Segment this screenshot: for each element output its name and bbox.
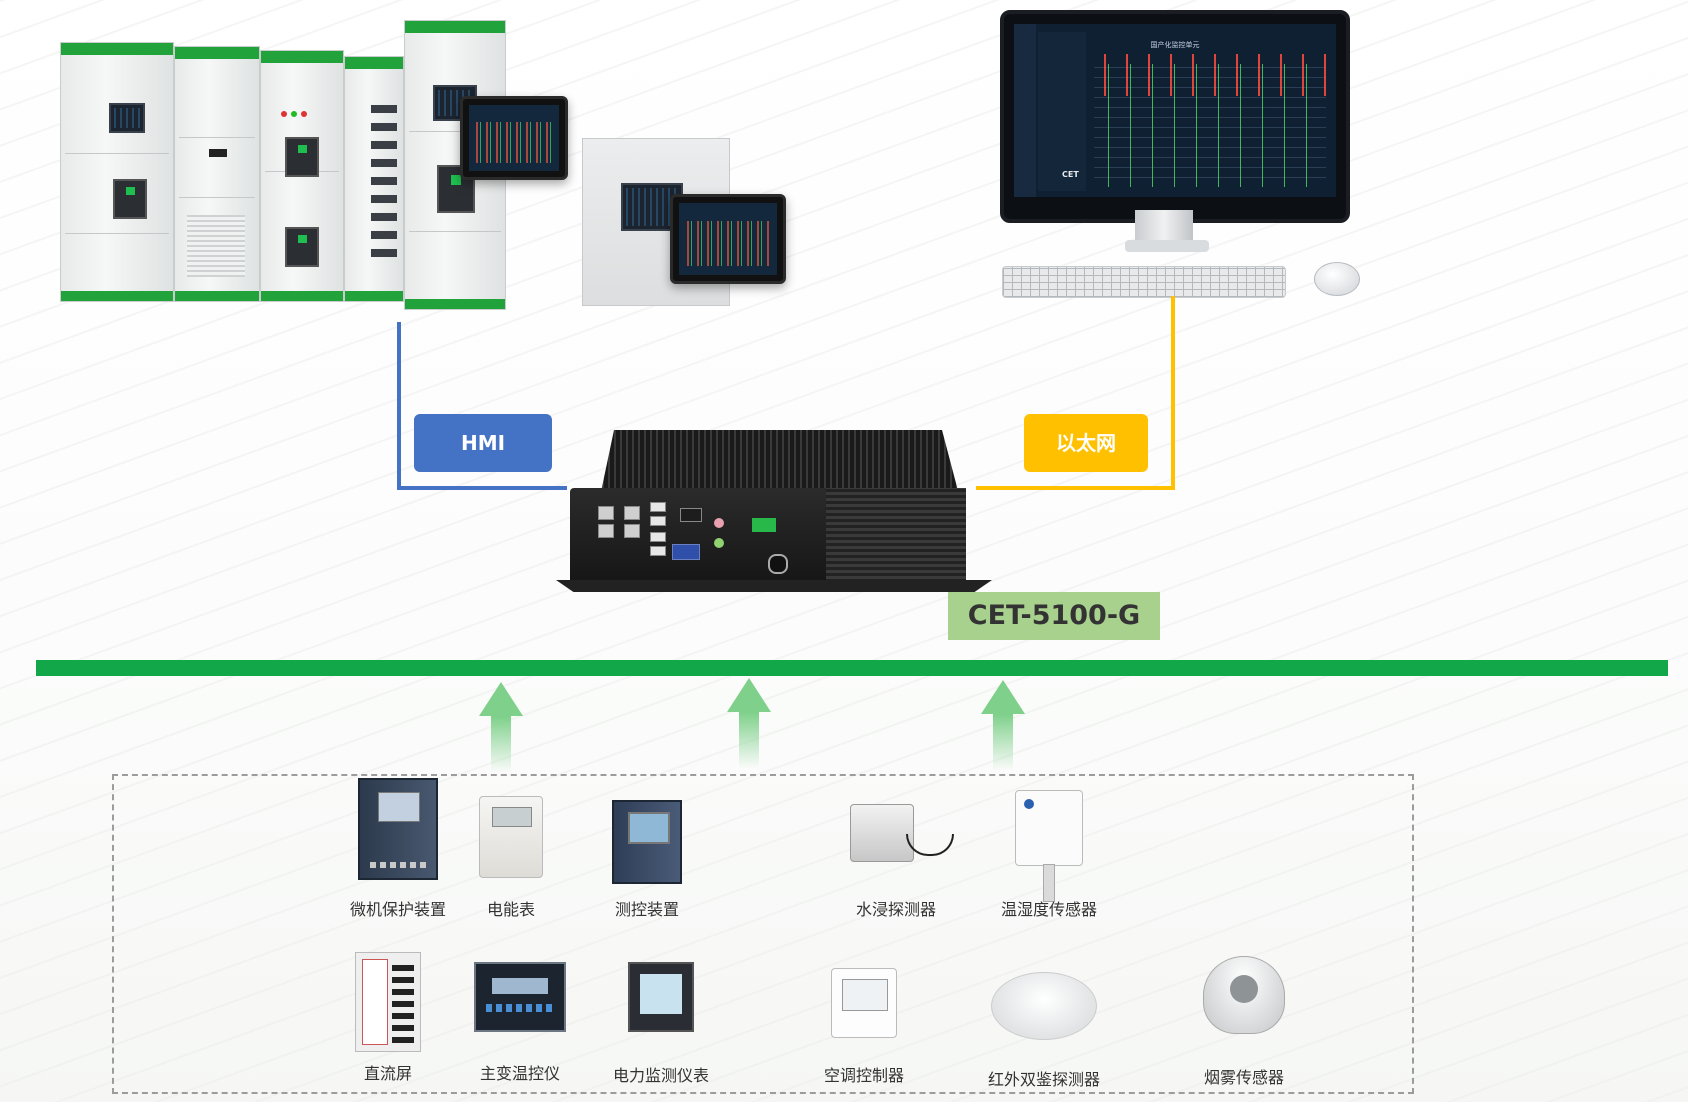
communication-bus (36, 660, 1668, 676)
device-item: 主变温控仪 (474, 962, 566, 1083)
breaker-icon (285, 137, 319, 177)
handle-icon (209, 149, 227, 157)
indicator-light (301, 111, 307, 117)
hmi-link-line (397, 486, 567, 490)
mouse (1314, 262, 1360, 296)
device-item: 微机保护装置 (350, 778, 446, 919)
monitor-stand (1135, 210, 1193, 244)
device-item: 测控装置 (612, 800, 682, 919)
device-label: 直流屏 (363, 1064, 412, 1083)
device-item: 红外双鉴探测器 (988, 972, 1100, 1089)
indicator-light (291, 111, 297, 117)
device-label: 红外双鉴探测器 (987, 1070, 1100, 1089)
device-label: 水浸探测器 (855, 900, 936, 919)
device-label: 微机保护装置 (349, 900, 446, 919)
hmi-link-line (397, 322, 401, 490)
cabinet-4 (344, 56, 404, 302)
hmi-touch-screen (670, 194, 786, 284)
ethernet-label: 以太网 (1024, 414, 1148, 472)
up-arrow-icon (727, 678, 771, 768)
breaker-icon (113, 179, 147, 219)
sensor-probe (1043, 864, 1055, 902)
cabinet-3 (260, 50, 344, 302)
device-item: 水浸探测器 (846, 804, 954, 919)
device-item: 烟雾传感器 (1203, 956, 1285, 1087)
protection-relay-icon (358, 778, 438, 880)
hmi-label: HMI (414, 414, 552, 472)
device-item: 空调控制器 (824, 968, 904, 1085)
ethernet-link-line (976, 486, 1175, 490)
device-label: 空调控制器 (823, 1066, 904, 1085)
dc-panel-icon (355, 952, 421, 1052)
device-item: 电力监测仪表 (613, 962, 709, 1085)
breaker-icon (285, 227, 319, 267)
measurement-control-device-icon (612, 800, 682, 884)
gateway-device (556, 430, 992, 620)
smoke-sensor-icon (1203, 956, 1285, 1034)
dual-tech-infrared-detector-icon (991, 972, 1097, 1040)
device-label: 温湿度传感器 (1000, 900, 1097, 919)
field-devices-box (112, 774, 1414, 1094)
gateway-model-label: CET-5100-G (948, 592, 1160, 640)
device-label: 主变温控仪 (479, 1064, 560, 1083)
monitor-title: 国产化监控单元 (1150, 41, 1200, 49)
up-arrow-icon (479, 682, 523, 772)
device-label: 电力监测仪表 (612, 1066, 709, 1085)
temperature-humidity-sensor-icon (1015, 790, 1083, 866)
cabinet-1 (60, 42, 174, 302)
up-arrow-icon (981, 680, 1025, 770)
device-label: 电能表 (486, 900, 535, 919)
device-item: 电能表 (478, 796, 544, 919)
keyboard (1002, 266, 1286, 298)
indicator-light (281, 111, 287, 117)
vent-grille (187, 215, 245, 277)
device-item: 直流屏 (355, 952, 421, 1083)
water-leak-detector-icon (850, 804, 914, 862)
hmi-touch-screen (460, 96, 568, 180)
switchgear-cabinets (60, 20, 506, 310)
monitor-base (1125, 240, 1209, 252)
monitor-brand: CET (1062, 170, 1079, 179)
power-monitoring-meter-icon (628, 962, 694, 1032)
cabinet-screen (109, 103, 145, 133)
device-label: 烟雾传感器 (1203, 1068, 1284, 1087)
monitor-screen: 国产化监控单元 CET (1014, 24, 1336, 197)
ethernet-link-line (1171, 296, 1175, 490)
monitor: 国产化监控单元 CET (1000, 10, 1350, 223)
device-item: 温湿度传感器 (1001, 790, 1097, 919)
device-label: 测控装置 (614, 900, 679, 919)
energy-meter-icon (479, 796, 543, 878)
transformer-temperature-controller-icon (474, 962, 566, 1032)
cabinet-2 (174, 46, 260, 302)
air-conditioner-controller-icon (831, 968, 897, 1038)
